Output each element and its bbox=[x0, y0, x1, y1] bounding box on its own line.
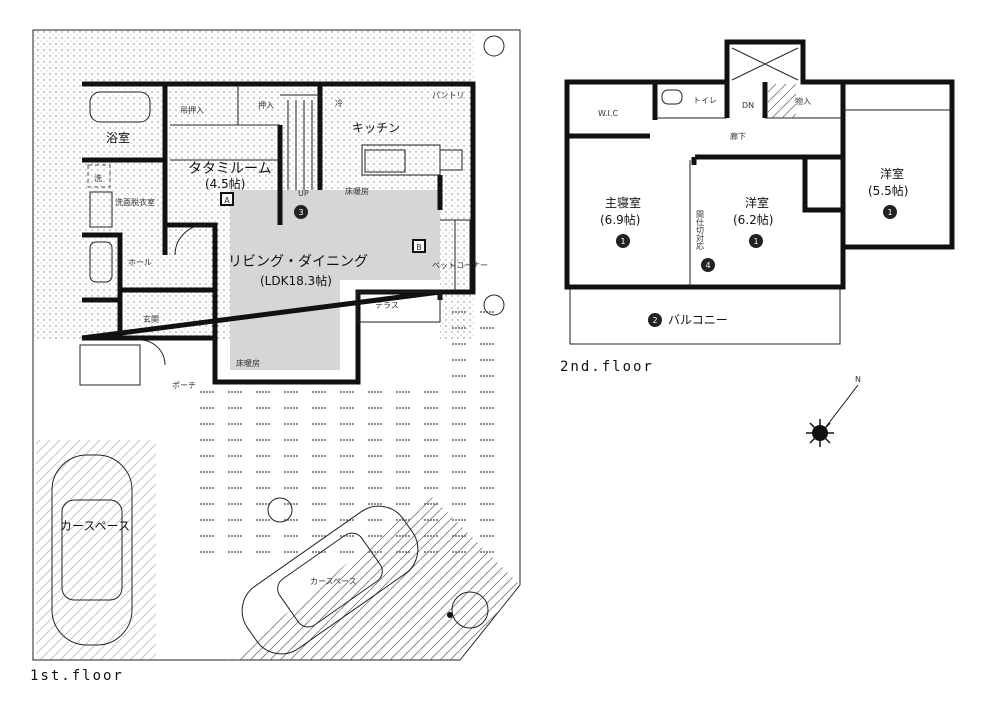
room-western-2: 洋室 bbox=[880, 166, 904, 181]
room-western-1: 洋室 bbox=[745, 195, 769, 210]
fridge-label: 冷 bbox=[335, 98, 343, 108]
room-entrance: 玄関 bbox=[143, 314, 159, 324]
stairs-up-label: UP bbox=[298, 189, 309, 198]
north-label: N bbox=[855, 375, 861, 384]
room-living: リビング・ダイニング bbox=[228, 254, 368, 270]
room-bath: 浴室 bbox=[106, 130, 130, 145]
floor-heating-label-2: 床暖房 bbox=[236, 358, 260, 368]
room-wic: W.I.C bbox=[598, 109, 618, 118]
floor-heating-label: 床暖房 bbox=[345, 186, 369, 196]
washer-label: 洗 bbox=[94, 173, 102, 183]
marker-1-master: 1 bbox=[620, 237, 625, 246]
kitchen-sink-icon bbox=[364, 149, 406, 173]
room-living-size: (LDK18.3帖) bbox=[260, 273, 332, 288]
left-carport-hatch bbox=[36, 440, 156, 660]
terrace-deck bbox=[356, 291, 441, 323]
room-balcony: バルコニー bbox=[668, 313, 728, 327]
toilet-2f-icon bbox=[661, 89, 683, 105]
sink-icon bbox=[89, 191, 113, 228]
room-closet: 押入 bbox=[258, 100, 274, 110]
marker-a: A bbox=[224, 196, 230, 205]
room-terrace: テラス bbox=[375, 301, 399, 310]
bathtub-icon bbox=[89, 91, 151, 123]
room-kitchen: キッチン bbox=[352, 121, 400, 135]
carport-right-label: カースペース bbox=[310, 577, 357, 586]
outer-walls-2f bbox=[564, 39, 955, 290]
marker-1-western-2: 1 bbox=[887, 208, 892, 217]
room-master-size: (6.9帖) bbox=[600, 212, 640, 227]
second-floor-caption: 2nd.floor bbox=[560, 359, 654, 375]
room-western-1-size: (6.2帖) bbox=[733, 212, 773, 227]
car-right-icon bbox=[241, 505, 419, 655]
stove-icon bbox=[439, 149, 463, 171]
marker-1-western: 1 bbox=[753, 237, 758, 246]
marker-b: B bbox=[416, 243, 422, 252]
house-1st-floor bbox=[79, 81, 476, 386]
room-tatami-size: (4.5帖) bbox=[205, 176, 245, 191]
pet-corner-label: ペットコーナー bbox=[432, 261, 488, 270]
house-2nd-floor bbox=[564, 39, 955, 345]
first-floor-caption: 1st.floor bbox=[30, 668, 124, 684]
room-master: 主寝室 bbox=[605, 195, 641, 210]
room-hall: ホール bbox=[128, 258, 152, 267]
room-corridor: 廊下 bbox=[730, 131, 746, 141]
carport-left-label: カースペース bbox=[60, 519, 130, 533]
room-western-2-size: (5.5帖) bbox=[868, 183, 908, 198]
driveway-hatch bbox=[230, 495, 520, 660]
marker-2: 2 bbox=[652, 316, 657, 325]
room-toilet: トイレ bbox=[693, 96, 717, 105]
tree-icons bbox=[267, 35, 505, 629]
marker-3: 3 bbox=[298, 208, 303, 217]
room-porch: ポーチ bbox=[172, 381, 196, 390]
room-washroom: 洗面脱衣室 bbox=[115, 197, 155, 207]
room-storage: 物入 bbox=[795, 96, 811, 106]
compass-rose-icon: N bbox=[806, 375, 861, 447]
marker-4: 4 bbox=[705, 261, 710, 270]
washing-machine-icon bbox=[87, 164, 111, 188]
stairs-down-label: DN bbox=[742, 101, 754, 110]
room-tatami: タタミルーム bbox=[188, 161, 272, 177]
room-pantry: パントリ bbox=[432, 91, 464, 100]
toilet-icon bbox=[89, 241, 113, 283]
partition-label: 間仕切対応 bbox=[696, 210, 705, 251]
room-upper-closet: 吊押入 bbox=[180, 105, 204, 115]
car-left-icon bbox=[51, 454, 133, 646]
porch-step bbox=[79, 344, 141, 386]
